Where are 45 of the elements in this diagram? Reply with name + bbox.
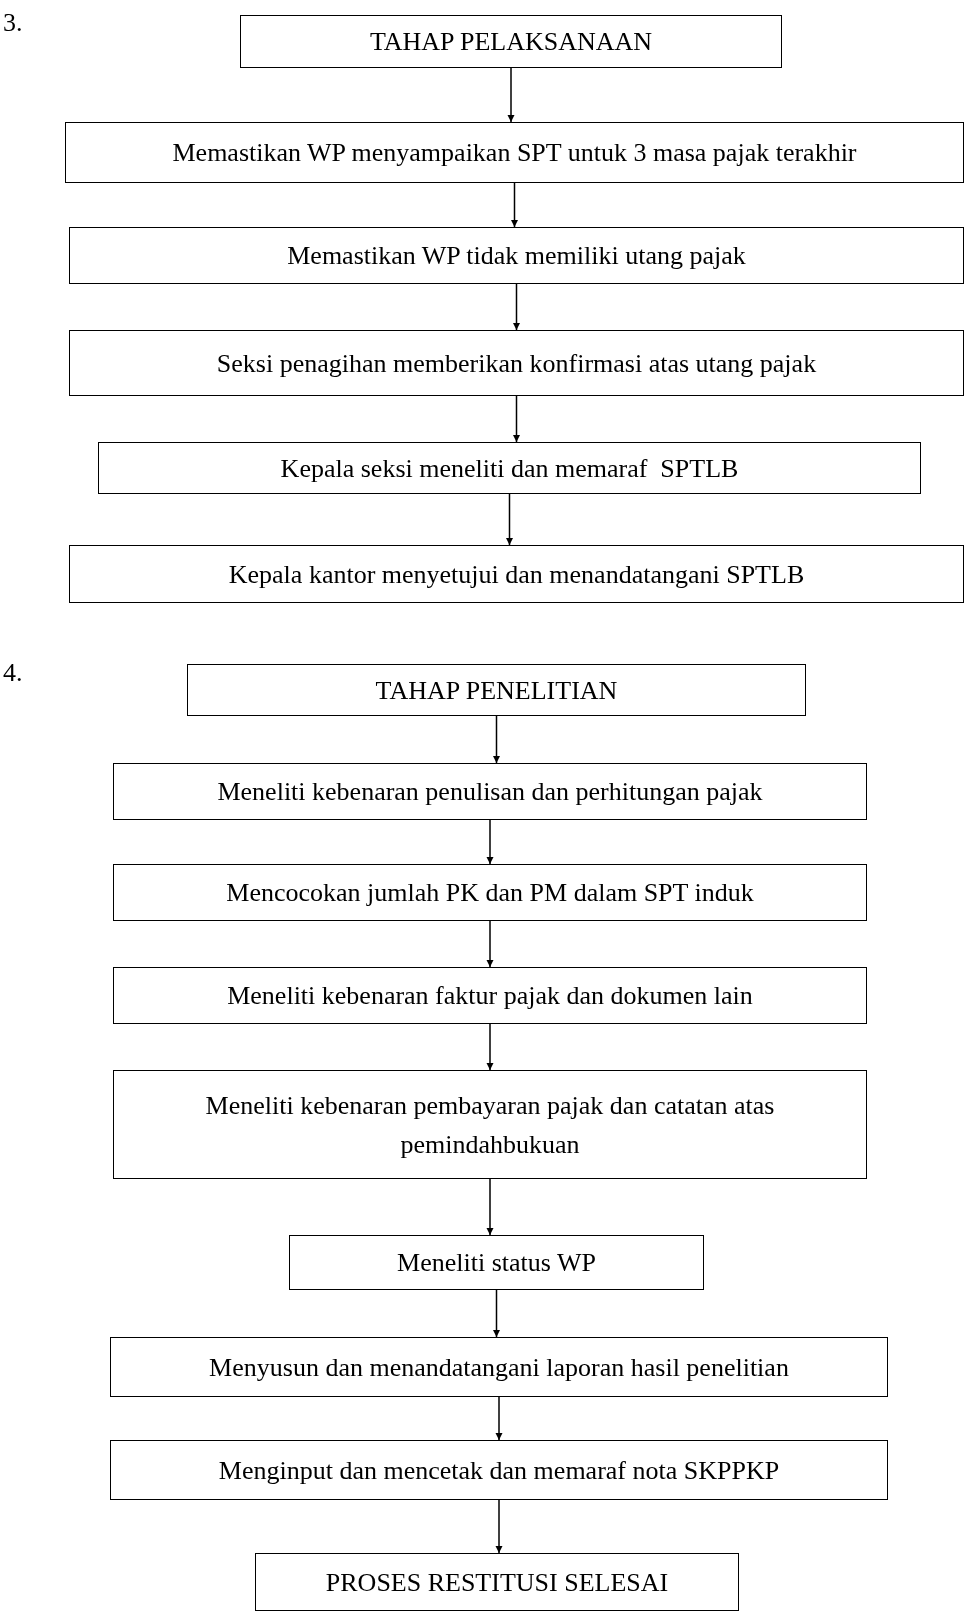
step-text: Menyusun dan menandatangani laporan hasil penelitian (208, 1351, 790, 1384)
arrow (486, 1023, 494, 1071)
process-box (69, 330, 964, 396)
step-text: Menginput dan mencetak dan memaraf nota SKPPKP (217, 1454, 781, 1487)
arrow (493, 1289, 500, 1338)
arrow (511, 182, 518, 228)
process-box (113, 864, 867, 921)
process-box (69, 545, 964, 603)
process-box (110, 1337, 888, 1397)
step-text: Meneliti kebenaran faktur pajak dan dokumen lain (226, 980, 754, 1012)
section-number: 4. (3, 658, 23, 688)
step-text: Meneliti kebenaran pembayaran pajak dan catatan atas pemindahbukuan (204, 1089, 776, 1161)
step-text: Memastikan WP menyampaikan SPT untuk 3 masa pajak terakhir (171, 137, 858, 169)
step-text: Seksi penagihan memberikan konfirmasi atas utang pajak (215, 347, 818, 380)
process-box (69, 227, 964, 284)
step-text: PROSES RESTITUSI SELESAI (324, 1566, 670, 1599)
process-box (65, 122, 964, 183)
step-text: TAHAP PELAKSANAAN (368, 26, 654, 58)
process-box (113, 763, 867, 820)
process-box (240, 15, 782, 68)
step-text: TAHAP PENELITIAN (374, 674, 619, 707)
arrow (506, 493, 513, 546)
process-box (98, 442, 921, 494)
step-text: Kepala kantor menyetujui dan menandatangani SPTLB (227, 558, 806, 591)
process-box (113, 1070, 867, 1179)
section-number: 3. (3, 8, 23, 38)
process-box (255, 1553, 739, 1611)
arrow (486, 1178, 494, 1236)
arrow (507, 67, 515, 123)
process-box (187, 664, 806, 716)
arrow (493, 715, 500, 764)
arrow (486, 920, 494, 968)
step-text: Meneliti kebenaran penulisan dan perhitungan pajak (216, 776, 764, 808)
arrow (495, 1499, 503, 1554)
process-box (289, 1235, 704, 1290)
arrow (486, 819, 494, 865)
step-text: Kepala seksi meneliti dan memaraf SPTLB (279, 452, 740, 485)
arrow (495, 1396, 503, 1441)
arrow (513, 395, 520, 443)
step-text: Memastikan WP tidak memiliki utang pajak (286, 240, 747, 272)
process-box (110, 1440, 888, 1500)
step-text: Mencocokan jumlah PK dan PM dalam SPT induk (225, 877, 755, 909)
arrow (513, 283, 520, 331)
process-box (113, 967, 867, 1024)
step-text: Meneliti status WP (396, 1247, 597, 1279)
